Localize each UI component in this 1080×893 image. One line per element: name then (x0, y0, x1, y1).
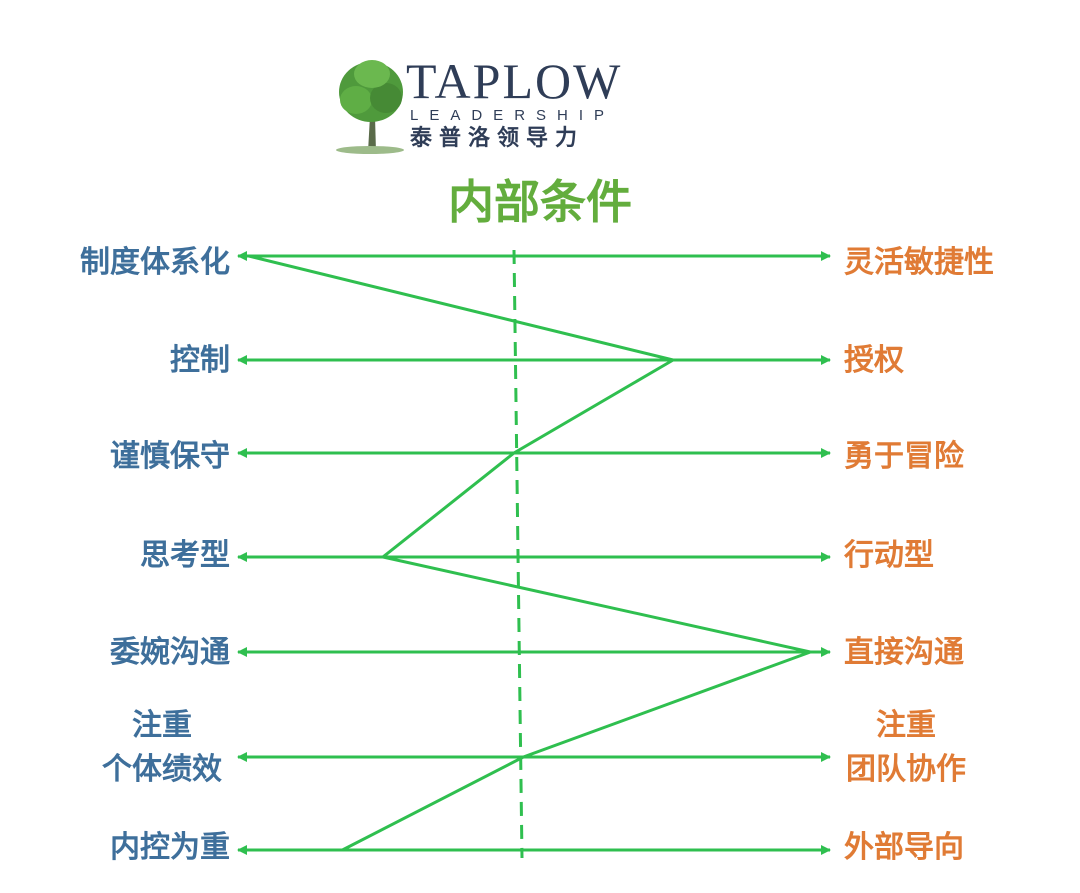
profile-zigzag-line (248, 254, 816, 852)
left-label-7: 内控为重 (110, 830, 230, 865)
left-label-6-line2: 个体绩效 (102, 752, 222, 787)
logo-chinese-name: 泰普洛领导力 (410, 126, 585, 151)
left-label-2: 控制 (170, 343, 230, 378)
left-label-1: 制度体系化 (80, 245, 230, 280)
logo-subtitle: LEADERSHIP (410, 107, 616, 124)
right-label-5: 直接沟通 (844, 635, 964, 670)
right-label-4: 行动型 (844, 538, 934, 573)
right-label-6-line2: 团队协作 (846, 752, 966, 787)
left-label-4: 思考型 (140, 538, 230, 573)
taplow-logo: TAPLOW LEADERSHIP 泰普洛领导力 (334, 54, 654, 154)
right-label-1: 灵活敏捷性 (844, 245, 994, 280)
logo-brand: TAPLOW (406, 53, 623, 109)
tree-icon (336, 60, 404, 154)
diagram-title: 内部条件 (448, 175, 632, 229)
right-label-6: 注重 团队协作 (846, 704, 966, 792)
right-label-2: 授权 (844, 343, 904, 378)
left-label-3: 谨慎保守 (110, 439, 230, 474)
right-label-6-line1: 注重 (876, 708, 936, 743)
left-label-6-line1: 注重 (132, 708, 192, 743)
right-label-7: 外部导向 (844, 830, 964, 865)
center-dashed-line (512, 249, 524, 859)
left-label-5: 委婉沟通 (110, 635, 230, 670)
right-label-3: 勇于冒险 (844, 439, 964, 474)
left-label-6: 注重 个体绩效 (102, 704, 222, 792)
